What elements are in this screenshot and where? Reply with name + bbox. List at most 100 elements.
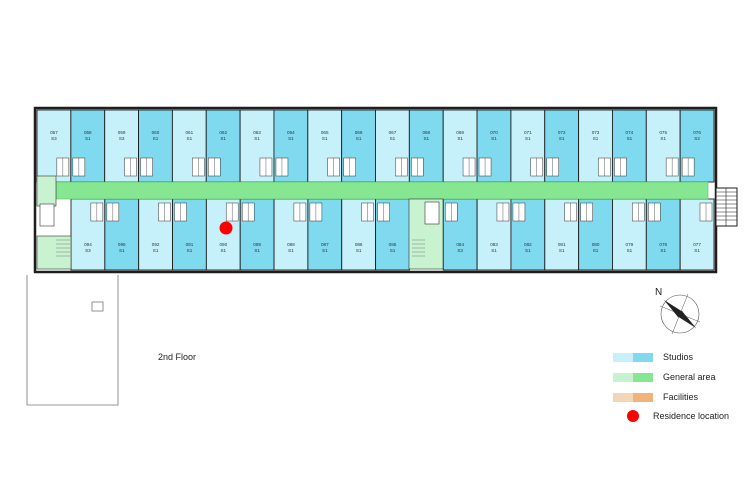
floor-label: 2nd Floor: [158, 352, 197, 362]
room-number-062: 062: [219, 130, 227, 135]
room-type-072: S1: [559, 136, 565, 141]
room-number-057: 057: [50, 130, 58, 135]
room-number-075: 075: [659, 130, 667, 135]
room-type-068: S1: [423, 136, 429, 141]
compass-north-label: N: [655, 287, 663, 298]
room-type-090: S1: [220, 248, 226, 253]
room-number-078: 078: [659, 242, 667, 247]
legend-swatch-general-area: [613, 372, 653, 382]
room-number-071: 071: [524, 130, 532, 135]
room-number-079: 079: [626, 242, 634, 247]
legend-swatch-residence: [627, 410, 639, 422]
rooms-bottom-row: 094S3095S1092S1091S1090S1089S1088S1087S1…: [70, 198, 715, 271]
site-marker-box: [91, 301, 104, 312]
room-number-095: 095: [118, 242, 126, 247]
room-type-084: S3: [457, 248, 463, 253]
room-number-070: 070: [490, 130, 498, 135]
room-type-076: S2: [694, 136, 700, 141]
room-number-080: 080: [592, 242, 600, 247]
room-number-084: 084: [456, 242, 464, 247]
room-type-088: S1: [288, 248, 294, 253]
legend-item-facilities: Facilities: [613, 389, 750, 405]
room-number-059: 059: [118, 130, 126, 135]
room-type-075: S1: [660, 136, 666, 141]
room-type-086: S1: [356, 248, 362, 253]
legend-item-general-area: General area: [613, 369, 750, 385]
room-type-060: S1: [153, 136, 159, 141]
room-number-060: 060: [152, 130, 160, 135]
room-number-067: 067: [389, 130, 397, 135]
room-type-095: S1: [119, 248, 125, 253]
room-number-074: 074: [626, 130, 634, 135]
room-type-063: S1: [254, 136, 260, 141]
room-type-071: S1: [525, 136, 531, 141]
room-type-067: S1: [390, 136, 396, 141]
room-number-082: 082: [524, 242, 532, 247]
room-type-069: S1: [457, 136, 463, 141]
room-number-085: 085: [389, 242, 397, 247]
stair-core-middle: [408, 198, 444, 270]
legend-item-studios: Studios: [613, 349, 750, 365]
room-type-081: S1: [559, 248, 565, 253]
room-number-064: 064: [287, 130, 295, 135]
room-type-066: S1: [356, 136, 362, 141]
room-type-059: S3: [119, 136, 125, 141]
room-type-087: S1: [322, 248, 328, 253]
legend-item-residence-location: Residence location: [613, 408, 750, 424]
room-type-091: S1: [187, 248, 193, 253]
room-number-089: 089: [253, 242, 261, 247]
rooms-top-row: 057S3058S1059S3060S1061S1062S1063S1064S1…: [36, 109, 715, 183]
room-type-074: S1: [627, 136, 633, 141]
room-number-081: 081: [558, 242, 566, 247]
stair-core-west: [36, 175, 72, 270]
room-type-070: S1: [491, 136, 497, 141]
room-type-079: S1: [627, 248, 633, 253]
room-number-063: 063: [253, 130, 261, 135]
room-type-061: S1: [187, 136, 193, 141]
room-type-080: S1: [593, 248, 599, 253]
legend-label-facilities: Facilities: [663, 392, 699, 402]
room-number-090: 090: [219, 242, 227, 247]
legend-label-residence-location: Residence location: [653, 411, 730, 421]
room-number-092: 092: [152, 242, 160, 247]
legend-label-general-area: General area: [663, 372, 716, 382]
room-type-094: S3: [85, 248, 91, 253]
room-type-057: S3: [51, 136, 57, 141]
room-number-088: 088: [287, 242, 295, 247]
residence-location-marker: [219, 221, 233, 235]
room-number-065: 065: [321, 130, 329, 135]
room-number-087: 087: [321, 242, 329, 247]
room-number-061: 061: [185, 130, 193, 135]
room-type-073: S1: [593, 136, 599, 141]
room-number-069: 069: [456, 130, 464, 135]
room-number-094: 094: [84, 242, 92, 247]
room-number-077: 077: [693, 242, 701, 247]
legend-swatch-studios: [613, 352, 653, 362]
room-type-083: S1: [491, 248, 497, 253]
room-type-092: S1: [153, 248, 159, 253]
exterior-stair-east: [715, 187, 738, 227]
room-type-058: S1: [85, 136, 91, 141]
room-type-078: S1: [660, 248, 666, 253]
legend-label-studios: Studios: [663, 352, 694, 362]
room-number-068: 068: [422, 130, 430, 135]
room-number-058: 058: [84, 130, 92, 135]
room-type-062: S1: [220, 136, 226, 141]
room-type-089: S1: [254, 248, 260, 253]
room-number-086: 086: [355, 242, 363, 247]
north-arrow-icon: [659, 293, 701, 335]
room-number-073: 073: [592, 130, 600, 135]
legend-swatch-facilities: [613, 392, 653, 402]
room-number-076: 076: [693, 130, 701, 135]
room-type-065: S1: [322, 136, 328, 141]
room-number-072: 072: [558, 130, 566, 135]
room-number-091: 091: [186, 242, 194, 247]
room-type-077: S1: [694, 248, 700, 253]
room-type-082: S1: [525, 248, 531, 253]
corridor: [55, 181, 709, 200]
room-number-083: 083: [490, 242, 498, 247]
room-061: [171, 109, 207, 183]
room-type-085: S1: [390, 248, 396, 253]
room-number-066: 066: [355, 130, 363, 135]
